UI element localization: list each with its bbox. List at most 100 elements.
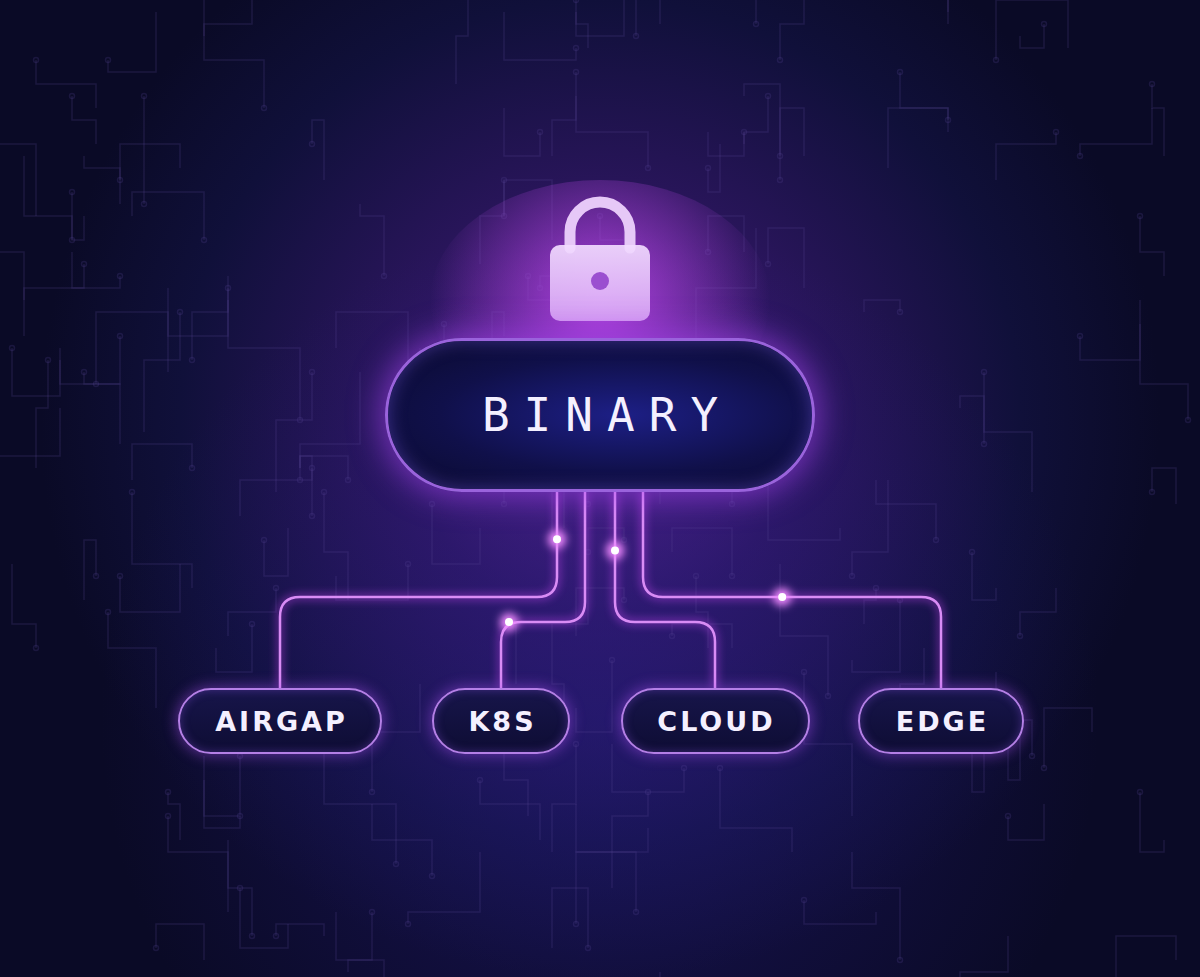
circuit-pad: [502, 178, 507, 183]
circuit-trace: [576, 0, 624, 36]
circuit-pad: [370, 790, 375, 795]
circuit-pad: [406, 562, 411, 567]
circuit-trace: [996, 0, 1068, 60]
circuit-trace: [132, 444, 192, 480]
circuit-pad: [574, 46, 579, 51]
circuit-trace: [108, 612, 156, 708]
circuit-pad: [382, 274, 387, 279]
circuit-trace: [672, 528, 732, 576]
circuit-trace: [804, 672, 852, 816]
circuit-pad: [1150, 490, 1155, 495]
pulse-glow: [606, 542, 624, 560]
circuit-pad: [1018, 634, 1023, 639]
circuit-pad: [478, 778, 483, 783]
circuit-pad: [118, 334, 123, 339]
pulse-glow: [548, 530, 566, 548]
circuit-trace: [432, 504, 480, 564]
circuit-pad: [394, 862, 399, 867]
connector: [500, 492, 585, 688]
pulse-dot: [505, 618, 513, 626]
circuit-pad: [1030, 754, 1035, 759]
circuit-pad: [982, 370, 987, 375]
circuit-pad: [574, 922, 579, 927]
circuit-trace: [24, 264, 84, 336]
circuit-pad: [778, 178, 783, 183]
circuit-trace: [552, 72, 576, 156]
circuit-trace: [204, 780, 240, 828]
circuit-pad: [766, 94, 771, 99]
circuit-trace: [120, 564, 180, 612]
circuit-pad: [646, 166, 651, 171]
circuit-pad: [322, 490, 327, 495]
circuit-trace: [852, 480, 888, 576]
node-label: EDGE: [896, 706, 989, 737]
circuit-trace: [1152, 468, 1176, 504]
circuit-pad: [694, 574, 699, 579]
circuit-trace: [216, 624, 252, 672]
circuit-trace: [1116, 936, 1176, 977]
circuit-pad: [898, 958, 903, 963]
circuit-trace: [960, 396, 984, 444]
circuit-pad: [70, 94, 75, 99]
circuit-pad: [34, 646, 39, 651]
circuit-pad: [778, 154, 783, 159]
circuit-pad: [262, 538, 267, 543]
circuit-trace: [36, 360, 48, 468]
circuit-pad: [310, 514, 315, 519]
circuit-trace: [876, 480, 936, 540]
node-label: CLOUD: [657, 706, 775, 737]
circuit-trace: [552, 888, 588, 948]
circuit-pad: [262, 106, 267, 111]
circuit-trace: [960, 936, 1008, 977]
circuit-trace: [144, 96, 180, 168]
circuit-pad: [310, 370, 315, 375]
circuit-pad: [646, 790, 651, 795]
circuit-trace: [552, 744, 576, 852]
circuit-pad: [34, 58, 39, 63]
circuit-trace: [336, 312, 408, 372]
connector-glow: [615, 492, 715, 688]
circuit-pad: [430, 874, 435, 879]
circuit-trace: [984, 372, 1032, 492]
circuit-pad: [250, 622, 255, 627]
connector-line: [501, 492, 585, 688]
circuit-pad: [802, 670, 807, 675]
circuit-trace: [228, 840, 252, 936]
circuit-pad: [670, 634, 675, 639]
circuit-pad: [850, 574, 855, 579]
circuit-trace: [864, 588, 876, 624]
circuit-trace: [192, 300, 228, 360]
padlock-icon: [550, 202, 650, 321]
circuit-trace: [576, 804, 636, 912]
circuit-pad: [406, 922, 411, 927]
node-label: AIRGAP: [215, 706, 348, 737]
circuit-trace: [372, 804, 432, 876]
circuit-pad: [874, 586, 879, 591]
circuit-pad: [1006, 814, 1011, 819]
circuit-trace: [636, 0, 660, 36]
circuit-pad: [118, 574, 123, 579]
circuit-trace: [408, 852, 480, 924]
circuit-trace: [276, 924, 324, 936]
circuit-pad: [190, 466, 195, 471]
circuit-pad: [898, 70, 903, 75]
pulse-dot: [553, 535, 561, 543]
circuit-pad: [346, 478, 351, 483]
circuit-pad: [154, 946, 159, 951]
circuit-pad: [934, 538, 939, 543]
circuit-pad: [190, 358, 195, 363]
circuit-pad: [370, 910, 375, 915]
circuit-pad: [1042, 22, 1047, 27]
circuit-pad: [634, 34, 639, 39]
circuit-pad: [106, 610, 111, 615]
circuit-trace: [12, 564, 36, 648]
circuit-pad: [274, 586, 279, 591]
circuit-trace: [996, 132, 1056, 180]
pulse-glow: [773, 588, 791, 606]
circuit-pad: [118, 274, 123, 279]
circuit-pad: [1054, 130, 1059, 135]
circuit-pad: [430, 502, 435, 507]
circuit-trace: [504, 12, 576, 60]
circuit-trace: [780, 108, 804, 180]
